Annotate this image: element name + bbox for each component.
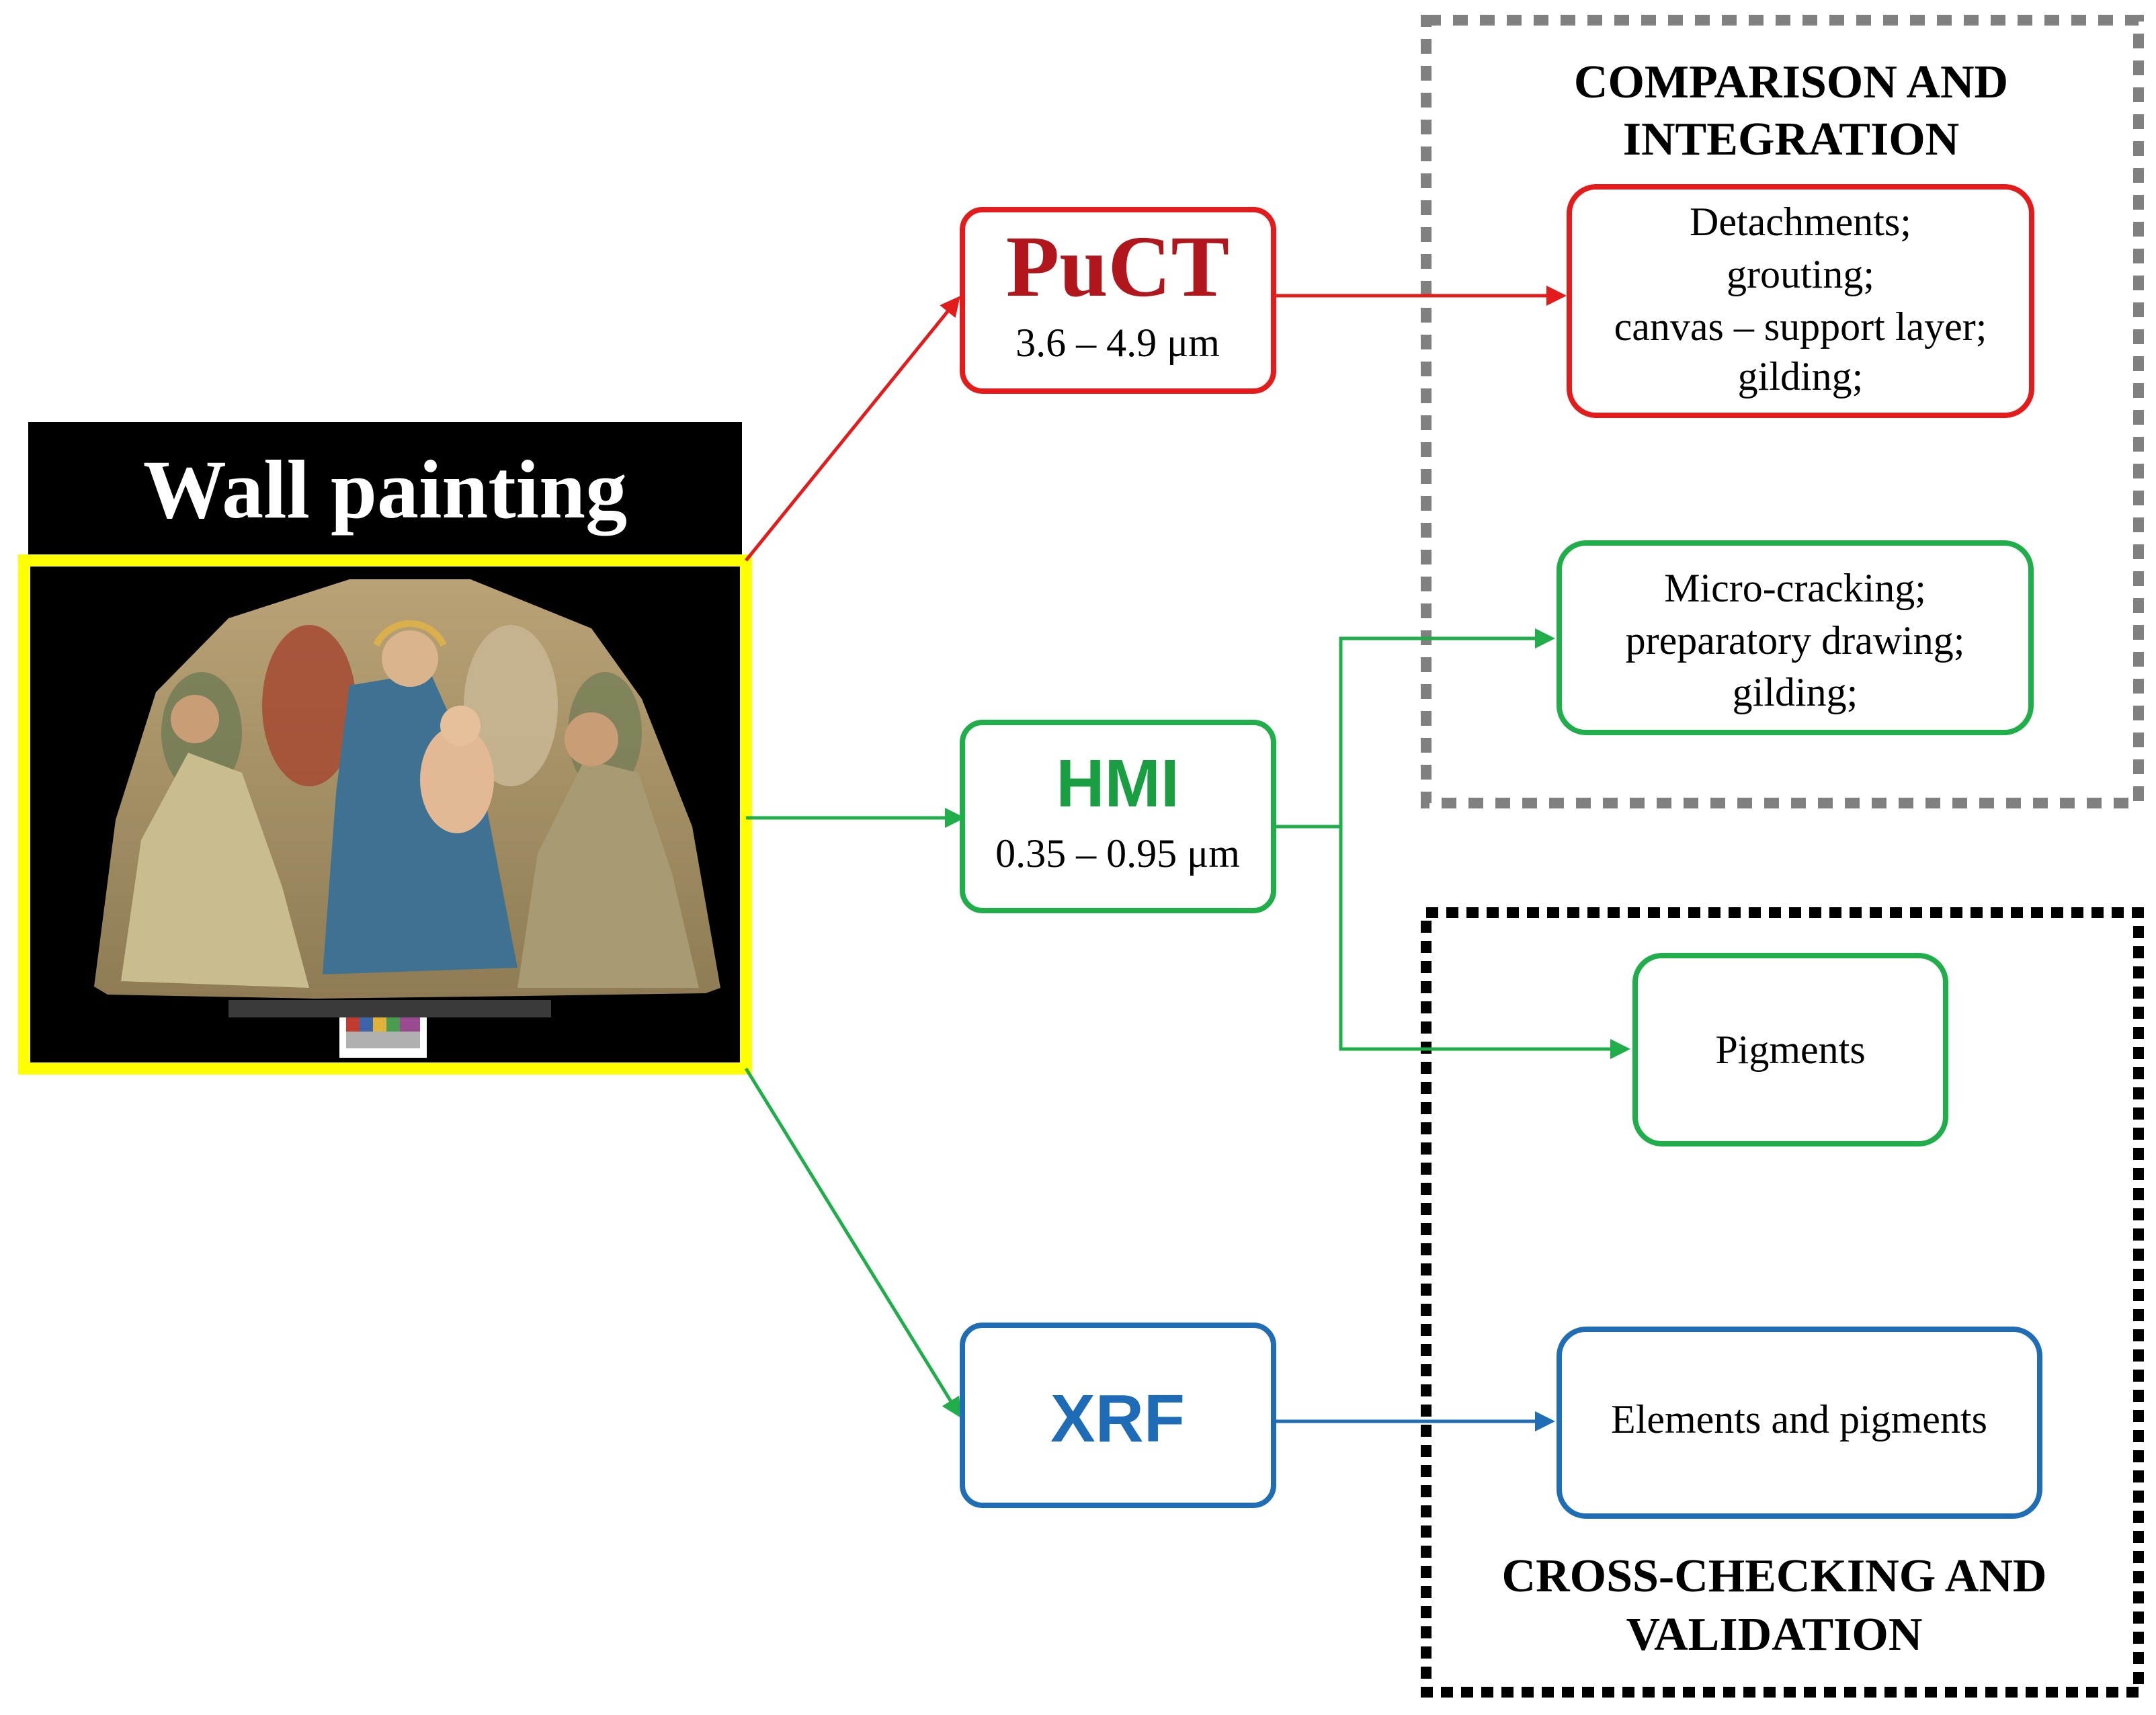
- xrf-result-label: Elements and pigments: [1611, 1397, 1987, 1441]
- pucet-result-line2: grouting;: [1727, 252, 1874, 296]
- hmi-result-box: [1557, 540, 2034, 735]
- pucet-result-box: [1567, 184, 2034, 418]
- pigments-box: [1632, 953, 1948, 1146]
- pucet-result-line1: Detachments;: [1690, 200, 1911, 244]
- arrow-hmi-to-pigments: [1339, 827, 1630, 1059]
- pucet-box: [960, 207, 1276, 394]
- wall-painting-title-bar: [28, 422, 742, 560]
- hmi-result-line2: preparatory drawing;: [1626, 618, 1965, 663]
- pucet-range: 3.6 – 4.9 μm: [1015, 321, 1220, 365]
- hmi-box: [960, 720, 1276, 913]
- pucet-label: PuCT: [1006, 218, 1229, 315]
- validation-group-title-line1: CROSS-CHECKING AND: [1502, 1550, 2047, 1602]
- hmi-result-line3: gilding;: [1733, 670, 1858, 714]
- hmi-range: 0.35 – 0.95 μm: [995, 831, 1240, 876]
- wall-painting-image: [18, 554, 752, 1075]
- validation-group-title-line2: VALIDATION: [1626, 1609, 1923, 1661]
- xrf-box: [960, 1323, 1276, 1508]
- pucet-result-line4: gilding;: [1738, 354, 1864, 399]
- arrow-painting-to-pucet: [745, 296, 960, 562]
- comparison-integration-group: [1421, 15, 2144, 808]
- arrow-hmi-branch: [1274, 628, 1555, 829]
- pucet-result-line3: canvas – support layer;: [1614, 304, 1987, 349]
- wall-painting-title: Wall painting: [143, 444, 627, 536]
- arrow-painting-to-xrf: [744, 1067, 962, 1419]
- hmi-label: HMI: [1056, 746, 1179, 821]
- xrf-result-box: [1557, 1327, 2042, 1519]
- pigments-label: Pigments: [1715, 1028, 1865, 1072]
- hmi-result-line1: Micro-cracking;: [1664, 566, 1926, 610]
- comparison-group-title-line2: INTEGRATION: [1623, 114, 1959, 165]
- comparison-group-title-line1: COMPARISON AND: [1574, 56, 2008, 108]
- xrf-label: XRF: [1050, 1381, 1185, 1456]
